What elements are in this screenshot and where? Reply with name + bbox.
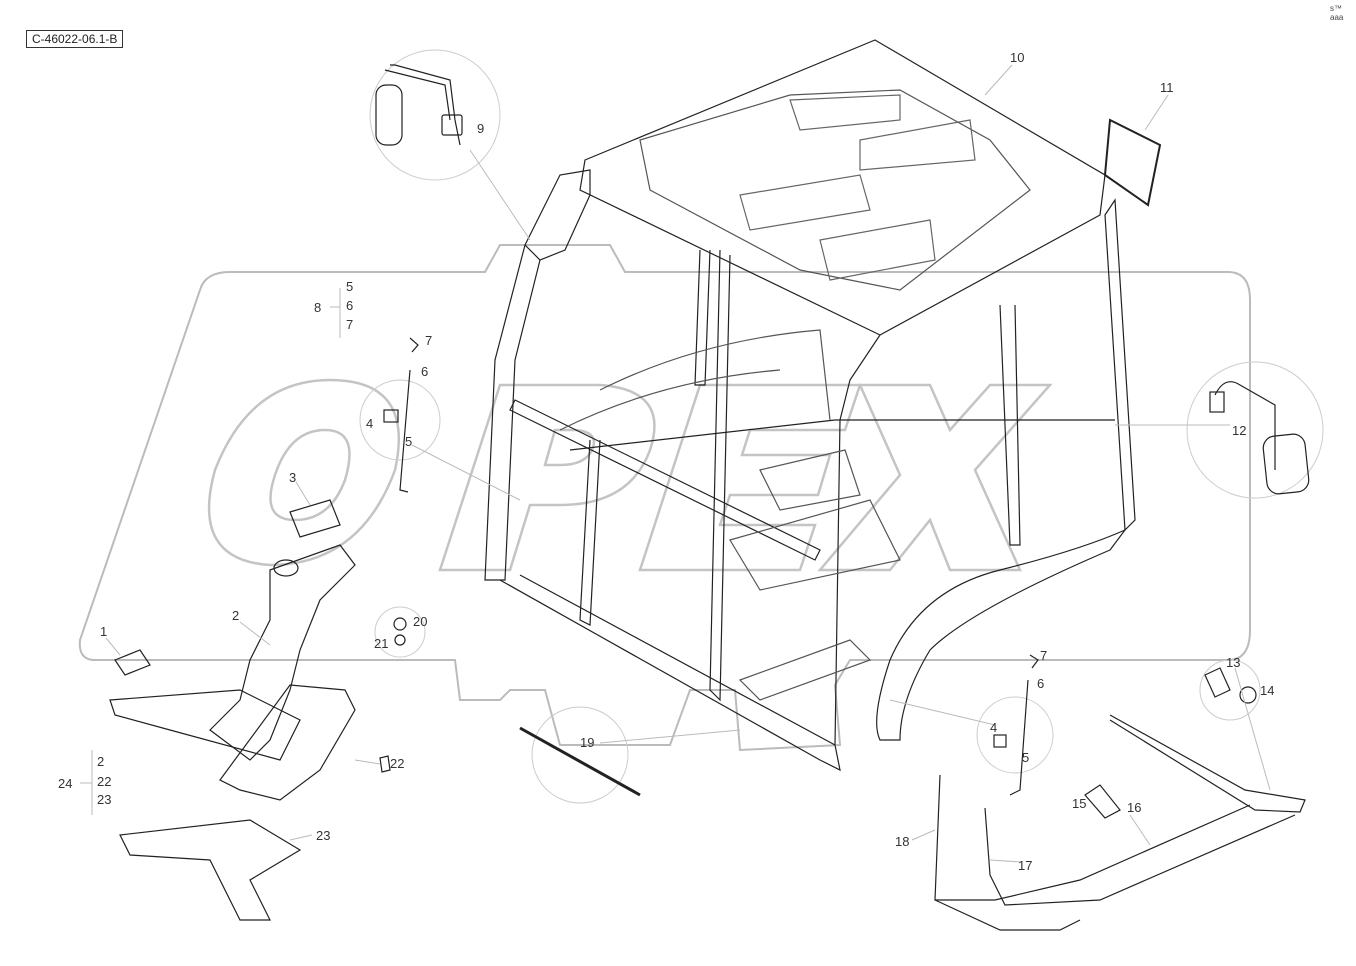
callout-22: 22	[390, 756, 404, 771]
callout-6b: 6	[1037, 676, 1044, 691]
callout-7a: 7	[425, 333, 432, 348]
small-parts	[383, 337, 1306, 931]
callout-16: 16	[1127, 800, 1141, 815]
callout-18: 18	[895, 834, 909, 849]
mirror-left	[375, 64, 463, 146]
callout-13: 13	[1226, 655, 1240, 670]
kit-24-item-2: 2	[97, 754, 104, 769]
callout-11: 11	[1160, 80, 1174, 95]
callout-2: 2	[232, 608, 239, 623]
callout-4b: 4	[990, 720, 997, 735]
air-ducts	[109, 499, 407, 921]
kit-24-label: 24	[58, 776, 72, 791]
corner-mark: s™ aaa	[1330, 4, 1344, 22]
callout-3: 3	[289, 470, 296, 485]
kit-24-item-23: 23	[97, 792, 111, 807]
callout-7b: 7	[1040, 648, 1047, 663]
detail-circles	[359, 49, 1324, 804]
callout-4a: 4	[366, 416, 373, 431]
grab-handle	[1103, 118, 1162, 207]
callout-1: 1	[100, 624, 107, 639]
callout-14: 14	[1260, 683, 1274, 698]
callout-5a: 5	[405, 434, 412, 449]
callout-23: 23	[316, 828, 330, 843]
callout-20: 20	[413, 614, 427, 629]
kit-8-item-7: 7	[346, 317, 353, 332]
callout-12: 12	[1232, 423, 1246, 438]
callout-5b: 5	[1022, 750, 1029, 765]
mirror-right	[1209, 381, 1310, 495]
drawing-reference: C-46022-06.1-B	[26, 30, 124, 48]
callout-21: 21	[374, 636, 388, 651]
callout-17: 17	[1018, 858, 1032, 873]
leader-lines	[80, 64, 1271, 863]
callout-19: 19	[580, 735, 594, 750]
callout-6a: 6	[421, 364, 428, 379]
callout-10: 10	[1010, 50, 1024, 65]
kit-24-item-22: 22	[97, 774, 111, 789]
kit-8-label: 8	[314, 300, 321, 315]
callout-9: 9	[477, 121, 484, 136]
callout-15: 15	[1072, 796, 1086, 811]
cab-frame	[484, 39, 1136, 772]
callout-labels: 1 2 3 4 5 6 7 9 10 11 12 13 14 15 16 17 …	[58, 50, 1274, 873]
kit-8-item-6: 6	[346, 298, 353, 313]
watermark-letters	[207, 378, 1053, 572]
kit-8-item-5: 5	[346, 279, 353, 294]
watermark-gear	[78, 244, 1251, 752]
